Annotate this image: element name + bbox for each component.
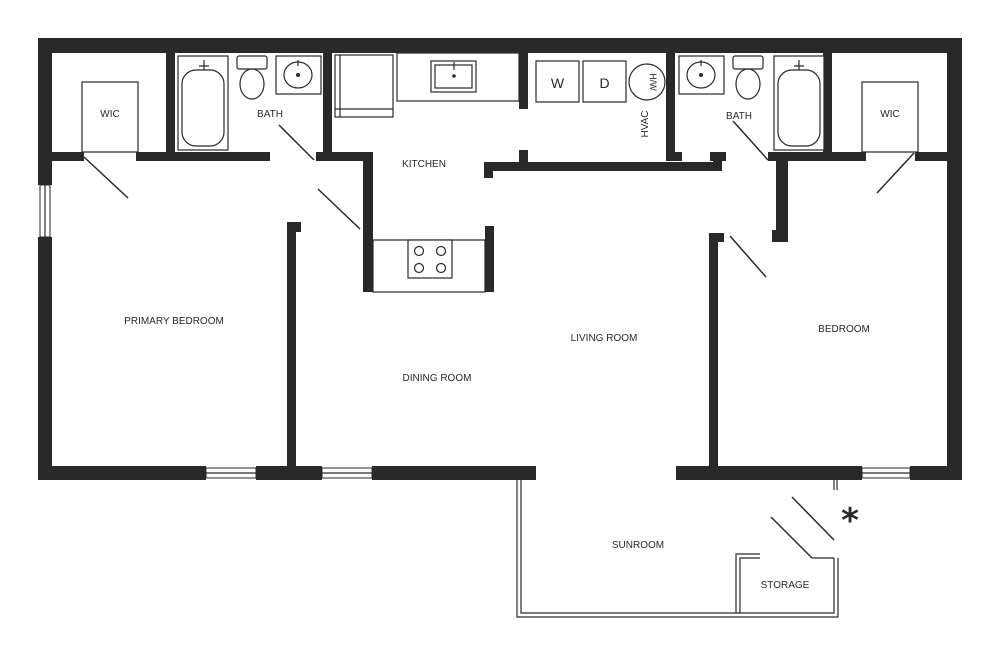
asterisk-marker: * [841,501,859,541]
exterior-walls [38,38,962,480]
label-dining-room: DINING ROOM [403,373,472,384]
refrigerator [334,54,394,118]
counter-top [396,52,520,102]
door-primary-bedroom [317,188,361,230]
wall-bottom-3 [372,466,536,480]
label-kitchen: KITCHEN [402,159,446,170]
wall-top [38,38,962,53]
interior-walls [52,53,947,466]
wall-right [947,38,962,480]
sunroom-storage [516,480,839,618]
door-wic-left [83,156,129,199]
wall-left-upper [38,38,52,185]
toilet-right [732,55,764,70]
left-bath-fixtures [177,55,322,151]
washer [535,60,580,103]
water-heater-label: H/W [648,73,658,91]
label-storage: STORAGE [761,580,810,591]
label-primary-bedroom: PRIMARY BEDROOM [124,316,224,327]
room-labels: WIC BATH KITCHEN BATH WIC PRIMARY BEDROO… [100,109,899,591]
laundry: W D H/W HVAC [535,60,666,138]
right-bath-fixtures [678,55,825,151]
door-wic-right [876,152,915,194]
hvac-label: HVAC [640,110,651,137]
storage-door-2 [791,496,835,541]
label-wic-left: WIC [100,109,119,120]
wic-left-closet [81,81,139,153]
doors [83,120,915,278]
windows [39,184,911,479]
wic-right-closet [861,81,919,153]
dryer [582,60,627,103]
toilet-left [236,55,268,70]
water-heater [628,63,666,101]
door-bath-right [732,120,769,161]
label-wic-right: WIC [880,109,899,120]
wall-left-lower [38,237,52,480]
wall-bottom-1 [38,466,206,480]
kitchen-fixtures [334,52,520,293]
storage-door-1 [770,516,813,559]
wall-bottom-5 [910,466,962,480]
door-bedroom [729,235,767,278]
door-bath-left [278,124,315,161]
cooktop [407,239,453,279]
wall-bottom-4 [676,466,862,480]
bathtub-left [177,55,229,151]
label-sunroom: SUNROOM [612,540,664,551]
bathtub-right [773,55,825,151]
label-bath-left: BATH [257,109,283,120]
label-living-room: LIVING ROOM [571,333,638,344]
label-bedroom: BEDROOM [818,324,870,335]
storage-wall [735,553,760,613]
label-bath-right: BATH [726,111,752,122]
dryer-label: D [599,75,609,91]
wall-bottom-2 [256,466,322,480]
washer-label: W [551,75,565,91]
